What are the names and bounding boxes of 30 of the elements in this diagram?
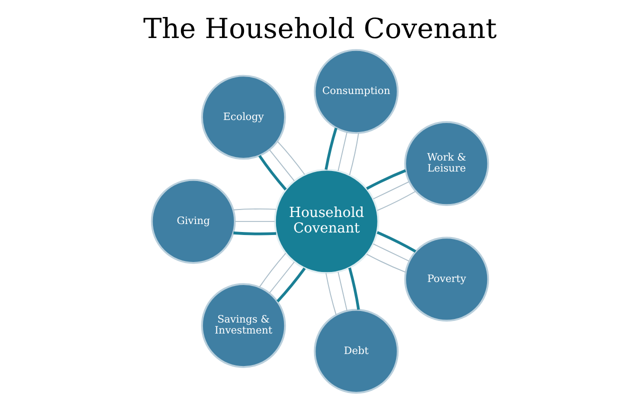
connector [276,268,306,302]
connector [372,181,410,200]
connector [338,132,348,172]
connector [326,272,337,316]
connector [259,252,286,288]
connector [232,208,277,210]
node-circle: Work & Leisure [404,121,490,206]
connector [269,149,295,182]
connector [233,232,276,236]
node-circle: Consumption [314,49,399,134]
connector [349,132,360,176]
node-circle: Giving [150,178,236,264]
connector [376,231,416,253]
connector [366,169,406,190]
connector [376,190,416,211]
connector [348,267,360,310]
connector [258,154,287,190]
connector [234,220,276,222]
node-circle: Poverty [404,236,490,322]
node-circle: Savings & Investment [201,283,286,368]
connector [338,272,348,312]
connector [269,262,295,294]
node-circle: Debt [314,308,399,394]
connector [324,128,338,170]
connector [366,254,406,273]
connector [277,140,306,175]
diagram-title: The Household Covenant [143,12,497,46]
node-circle: Household Covenant [274,168,380,274]
node-circle: Ecology [201,74,286,160]
connector [372,243,410,262]
